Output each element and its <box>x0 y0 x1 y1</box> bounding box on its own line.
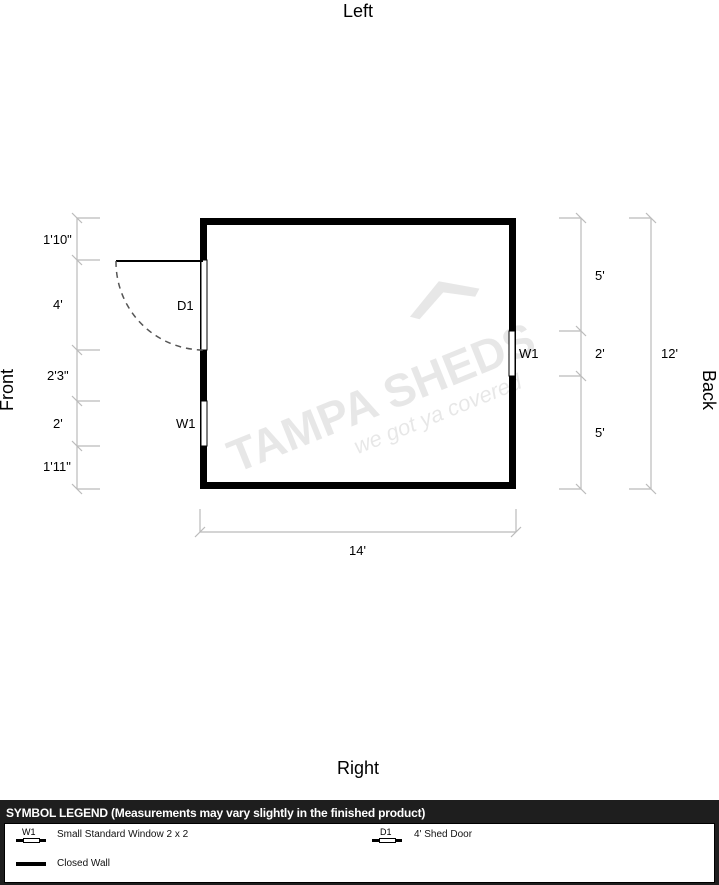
side-label-left: Left <box>343 1 374 21</box>
dim-back-1: 5' <box>595 268 605 283</box>
dim-front-5: 1'11" <box>43 459 71 474</box>
dim-overall-depth: 12' <box>661 346 678 361</box>
door-swing-arc <box>115 260 204 351</box>
dim-front-1: 1'10" <box>43 232 72 247</box>
side-label-right: Right <box>337 758 380 778</box>
legend-item-closed-wall: Closed Wall <box>57 858 110 869</box>
dim-back-3: 5' <box>595 425 605 440</box>
door-symbol-icon: D1 <box>372 827 402 843</box>
dimension-lines <box>71 212 657 538</box>
window-symbol-icon: W1 <box>16 827 46 843</box>
label-window-w1-back: W1 <box>519 346 539 361</box>
symbol-legend: SYMBOL LEGEND (Measurements may vary sli… <box>0 800 719 885</box>
floor-plan: TAMPA SHEDS we got ya covered <box>71 212 657 538</box>
dim-front-3: 2'3" <box>47 368 69 383</box>
label-door-d1: D1 <box>177 298 194 313</box>
window-w1-back <box>508 330 516 377</box>
label-window-w1-front: W1 <box>176 416 196 431</box>
dim-back-2: 2' <box>595 346 605 361</box>
window-w1-front <box>200 400 208 447</box>
watermark: TAMPA SHEDS we got ya covered <box>220 281 542 483</box>
dim-overall-width: 14' <box>349 543 366 558</box>
watermark-roof-icon <box>409 281 480 320</box>
closed-wall-symbol-icon <box>16 862 46 866</box>
door-d1-front <box>200 259 208 351</box>
dim-front-4: 2' <box>53 416 63 431</box>
legend-item-door: 4' Shed Door <box>414 829 473 840</box>
legend-body: W1 Small Standard Window 2 x 2 D1 4' She… <box>4 823 715 883</box>
dim-front-2: 4' <box>53 297 63 312</box>
legend-title: SYMBOL LEGEND (Measurements may vary sli… <box>6 806 426 820</box>
legend-item-window: Small Standard Window 2 x 2 <box>57 829 189 840</box>
